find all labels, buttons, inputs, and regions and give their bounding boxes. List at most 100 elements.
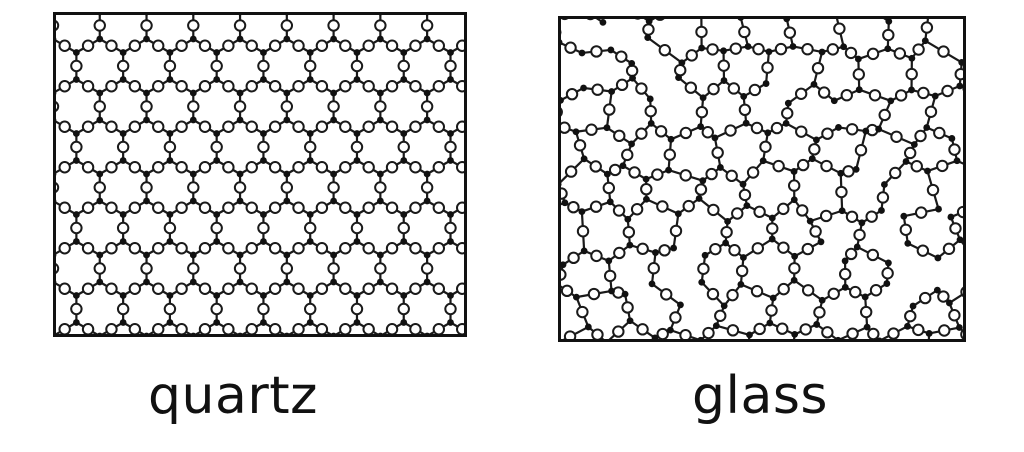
oxygen-atom bbox=[694, 183, 708, 196]
silicon-atom bbox=[213, 157, 221, 164]
oxygen-atom bbox=[233, 100, 247, 113]
si-o-bond bbox=[948, 292, 964, 304]
silicon-atom bbox=[675, 74, 682, 82]
oxygen-atom bbox=[894, 89, 908, 102]
oxygen-atom bbox=[105, 80, 118, 93]
oxygen-atom bbox=[866, 248, 880, 262]
oxygen-atom bbox=[128, 201, 142, 214]
oxygen-atom bbox=[432, 120, 446, 133]
silicon-atom bbox=[353, 130, 361, 137]
si-o-bond bbox=[956, 159, 964, 166]
silicon-atom bbox=[96, 170, 104, 178]
oxygen-atom bbox=[658, 44, 672, 57]
oxygen-atom bbox=[890, 130, 903, 143]
silicon-atom bbox=[400, 211, 408, 218]
silicon-atom bbox=[645, 18, 653, 25]
oxygen-atom bbox=[385, 120, 399, 133]
oxygen-atom bbox=[128, 120, 142, 133]
silicon-atom bbox=[376, 116, 384, 124]
oxygen-atom bbox=[750, 285, 764, 298]
oxygen-atom bbox=[105, 161, 118, 174]
silicon-atom bbox=[724, 217, 731, 225]
oxygen-atom bbox=[621, 148, 634, 162]
oxygen-atom bbox=[152, 201, 165, 214]
silicon-atom bbox=[651, 334, 659, 340]
oxygen-atom bbox=[362, 39, 375, 52]
oxygen-atom bbox=[268, 242, 282, 255]
oxygen-atom bbox=[750, 121, 764, 135]
silicon-atom bbox=[746, 331, 753, 339]
oxygen-atom bbox=[914, 129, 927, 143]
oxygen-atom bbox=[612, 325, 625, 338]
silicon-atom bbox=[236, 35, 244, 43]
oxygen-atom bbox=[420, 262, 434, 275]
silicon-atom bbox=[447, 76, 454, 83]
silicon-atom bbox=[423, 89, 431, 97]
oxygen-atom bbox=[268, 323, 282, 335]
silicon-atom bbox=[283, 35, 291, 43]
silicon-atom bbox=[213, 238, 221, 245]
oxygen-atom bbox=[315, 201, 329, 214]
oxygen-atom bbox=[362, 120, 375, 133]
oxygen-atom bbox=[576, 225, 590, 238]
silicon-atom bbox=[854, 55, 862, 63]
silicon-atom bbox=[665, 166, 672, 174]
oxygen-atom bbox=[738, 25, 751, 39]
silicon-atom bbox=[701, 251, 709, 259]
silicon-atom bbox=[143, 170, 150, 178]
silicon-atom bbox=[648, 280, 656, 288]
silicon-atom bbox=[608, 287, 615, 295]
silicon-atom bbox=[330, 35, 337, 43]
silicon-atom bbox=[698, 278, 706, 286]
oxygen-atom bbox=[58, 39, 71, 52]
oxygen-atom bbox=[175, 201, 188, 214]
silicon-atom bbox=[934, 254, 942, 262]
silicon-atom bbox=[720, 302, 728, 310]
silicon-atom bbox=[830, 97, 838, 105]
silicon-atom bbox=[330, 278, 337, 286]
oxygen-atom bbox=[268, 120, 282, 133]
oxygen-atom bbox=[362, 242, 375, 255]
oxygen-atom bbox=[589, 160, 602, 173]
oxygen-atom bbox=[726, 288, 739, 302]
oxygen-atom bbox=[385, 282, 399, 295]
silicon-atom bbox=[283, 170, 291, 178]
silicon-atom bbox=[561, 199, 569, 207]
oxygen-atom bbox=[948, 309, 961, 322]
oxygen-atom bbox=[128, 39, 142, 52]
oxygen-atom bbox=[903, 146, 917, 160]
oxygen-atom bbox=[175, 39, 188, 52]
oxygen-atom bbox=[746, 166, 760, 179]
silicon-atom bbox=[400, 292, 408, 299]
oxygen-atom bbox=[651, 168, 664, 181]
oxygen-atom bbox=[918, 291, 932, 305]
oxygen-atom bbox=[268, 201, 282, 214]
oxygen-atom bbox=[245, 282, 258, 295]
oxygen-atom bbox=[679, 126, 693, 140]
oxygen-atom bbox=[705, 167, 718, 181]
oxygen-atom bbox=[385, 201, 399, 214]
silicon-atom bbox=[330, 251, 337, 259]
silicon-atom bbox=[143, 278, 150, 286]
silicon-atom bbox=[376, 251, 384, 259]
silicon-atom bbox=[376, 197, 384, 205]
oxygen-atom bbox=[339, 120, 352, 133]
oxygen-atom bbox=[140, 181, 153, 194]
oxygen-atom bbox=[949, 222, 962, 235]
oxygen-atom bbox=[105, 323, 118, 335]
silicon-atom bbox=[764, 129, 772, 137]
oxygen-atom bbox=[339, 323, 352, 335]
oxygen-atom bbox=[603, 103, 616, 116]
oxygen-atom bbox=[835, 185, 848, 199]
oxygen-atom bbox=[140, 100, 153, 113]
oxygen-atom bbox=[292, 282, 305, 295]
oxygen-atom bbox=[844, 247, 858, 261]
silicon-atom bbox=[96, 116, 104, 124]
silicon-atom bbox=[330, 170, 337, 178]
silicon-atom bbox=[958, 59, 964, 66]
oxygen-atom bbox=[728, 244, 741, 257]
oxygen-atom bbox=[432, 39, 446, 52]
silicon-atom bbox=[739, 180, 747, 188]
silicon-atom bbox=[887, 97, 895, 105]
silicon-atom bbox=[189, 116, 197, 124]
